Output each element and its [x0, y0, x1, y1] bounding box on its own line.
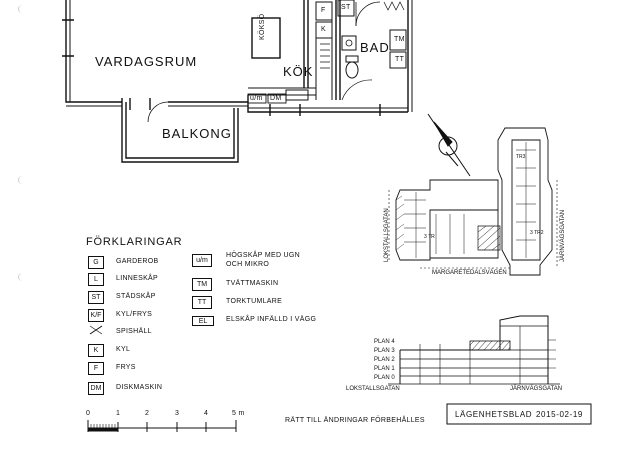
section-floor-0: PLAN 0 — [374, 375, 395, 381]
legend-text-spishall: SPISHÄLL — [116, 328, 152, 335]
fixture-k: K — [321, 26, 326, 33]
site-street-right: JÄRNVÄGSGATAN — [560, 209, 566, 262]
legend-text-tm: TVÄTTMASKIN — [226, 280, 279, 287]
section-floor-2: PLAN 2 — [374, 357, 395, 363]
fixture-tt: TT — [395, 56, 405, 63]
kitchen-island-label: KÖKSÖ — [259, 13, 266, 40]
legend-text-st: STÄDSKÅP — [116, 293, 156, 300]
wall-left — [65, 0, 122, 103]
legend-code-l: L — [88, 273, 104, 286]
title-date: 2015-02-19 — [536, 410, 583, 419]
legend-code-st: ST — [88, 291, 104, 304]
room-bad: BAD — [360, 40, 390, 55]
site-street-bottom: MARGARETEDALSVÄGEN — [432, 270, 507, 276]
legend-text-kf: KYL/FRYS — [116, 311, 153, 318]
legend-title: FÖRKLARINGAR — [86, 236, 183, 248]
north-arrow-icon — [427, 113, 471, 177]
legend-text-tt: TORKTUMLARE — [226, 298, 283, 305]
room-balkong: BALKONG — [162, 126, 232, 141]
punch-hole — [18, 5, 27, 13]
room-vardagsrum: VARDAGSRUM — [95, 54, 198, 69]
legend-code-tm: TM — [192, 278, 212, 291]
site-marker-a: 3 TR — [424, 234, 435, 240]
punch-hole — [18, 273, 27, 281]
section-floor-1: PLAN 1 — [374, 366, 395, 372]
legend-text-g: GARDEROB — [116, 258, 159, 265]
scale-tick-4: 4 — [204, 410, 209, 417]
scale-bar — [87, 420, 237, 432]
legend-code-k: K — [88, 344, 104, 357]
legend-code-g: G — [88, 256, 104, 269]
legend-text-dm: DISKMASKIN — [116, 384, 163, 391]
site-marker-b: 3 TR2 — [530, 230, 544, 236]
section-floor-4: PLAN 4 — [374, 339, 395, 345]
legend-code-f: F — [88, 362, 104, 375]
site-marker-c: TR3 — [516, 154, 526, 160]
fixture-tm: TM — [394, 36, 405, 43]
scale-tick-3: 3 — [175, 410, 180, 417]
title-block — [446, 403, 592, 425]
site-plan — [388, 127, 558, 276]
stove-icon — [89, 325, 103, 335]
balcony-outline — [121, 98, 239, 163]
legend-code-um: u/m — [192, 254, 212, 267]
scale-tick-5: 5 m — [232, 410, 245, 417]
legend-text-f: FRYS — [116, 364, 136, 371]
legend-text-um: HÖGSKÅP MED UGN OCH MIKRO — [226, 252, 300, 268]
legend-text-l: LINNESKÅP — [116, 275, 158, 282]
fixture-dm: DM — [270, 95, 282, 102]
section-street-left: LOKSTALLSGATAN — [346, 386, 400, 392]
room-kok: KÖK — [283, 64, 314, 79]
legend-text-k: KYL — [116, 346, 131, 353]
section-floor-3: PLAN 3 — [374, 348, 395, 354]
scale-tick-1: 1 — [116, 410, 121, 417]
legend-code-el: EL — [192, 316, 214, 326]
legend-code-tt: TT — [192, 296, 212, 309]
disclaimer-note: RÄTT TILL ÄNDRINGAR FÖRBEHÅLLES — [285, 417, 425, 424]
scale-tick-2: 2 — [145, 410, 150, 417]
site-street-left: LOKSTALLSGATAN — [384, 208, 390, 262]
fixture-f: F — [321, 7, 326, 14]
legend-text-el: ELSKÅP INFÄLLD I VÄGG — [226, 316, 317, 323]
section-street-right: JÄRNVÄGSGATAN — [510, 386, 563, 392]
fixture-um: u/m — [250, 95, 263, 102]
fixture-st: ST — [341, 4, 351, 11]
kitchen-island — [251, 17, 281, 59]
legend-code-dm: DM — [88, 382, 104, 395]
title-label: LÄGENHETSBLAD — [455, 410, 533, 419]
scale-tick-0: 0 — [86, 410, 91, 417]
legend-code-kf: K/F — [88, 309, 104, 322]
building-section — [388, 315, 560, 385]
punch-hole — [18, 176, 27, 184]
